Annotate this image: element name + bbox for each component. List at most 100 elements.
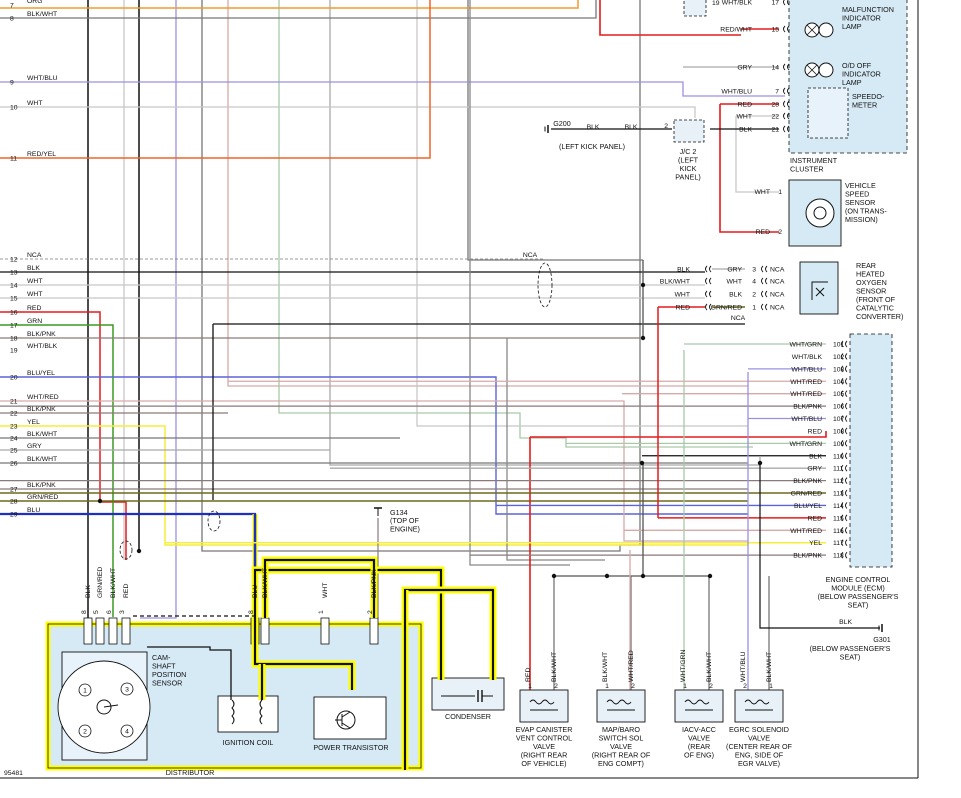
distributor-pin-wire: BLK/WHT (110, 568, 117, 598)
connector-symbol (841, 464, 848, 472)
vss-pin: 1 (778, 189, 782, 196)
connector-symbol (705, 277, 712, 285)
left-pin-number: 9 (10, 80, 14, 87)
left-pin-number: 11 (10, 156, 17, 163)
blk-pnk-link (506, 338, 605, 561)
distributor-pin-number: 2 (367, 610, 374, 614)
valve-wire: WHT/RED (628, 650, 635, 682)
ecm-pin-wire: WHT/GRN (790, 342, 823, 349)
solenoid-coil (529, 699, 558, 711)
rotor-arm (103, 704, 119, 708)
left-pin-wire-label: WHT/RED (27, 394, 59, 401)
valve-wire: WHT/GRN (680, 649, 687, 682)
oxygen-sensor-box (799, 261, 839, 315)
splice-dot (604, 573, 610, 579)
left-pin-number: 28 (10, 499, 18, 506)
distributor-pin-number: 8 (248, 610, 255, 614)
o2-wire-right: GRY (727, 267, 742, 274)
connector-symbol (783, 125, 790, 133)
ecm-pin-number: 115 (833, 515, 844, 522)
distributor-connector-pin (260, 617, 270, 645)
lamp-filament (806, 24, 818, 36)
cluster-pin-number: 7 (775, 89, 779, 96)
distributor-pin-wire: WHT (322, 583, 329, 598)
red-yel-11 (0, 0, 431, 159)
ecm-box (849, 333, 893, 568)
valve-wire: BLK/WHT (602, 652, 609, 682)
ecm-pin-number: 116 (833, 528, 844, 535)
distributor-connector-pin (369, 617, 379, 645)
vss-wht (735, 116, 779, 193)
o2-wire-left: BLK/WHT (660, 279, 690, 286)
left-pin-wire-label: WHT/BLK (27, 343, 58, 350)
wht-10 (0, 106, 696, 118)
distributor-pin-number: 6 (106, 610, 113, 614)
distributor-pin-wire: BLK/WHT (262, 568, 269, 598)
connector-symbol (783, 112, 790, 120)
o2-wire-left: WHT (675, 292, 690, 299)
vss-gear-hub (813, 206, 827, 220)
connector-symbol (841, 353, 848, 360)
cluster-pin-number: 17 (771, 0, 779, 7)
sensor-terminal (78, 683, 92, 697)
connector-symbol (841, 514, 848, 522)
ecm-pin-number: 111 (833, 466, 844, 473)
left-pin-wire-label: BLK/PNK (27, 331, 56, 338)
left-pin-wire-label: GRN (27, 318, 42, 325)
left-pin-wire-label: BLK (27, 265, 40, 272)
connector-symbol (841, 452, 848, 460)
connector-symbol (841, 427, 848, 435)
connector-symbol (841, 502, 848, 509)
o2-wire-right: GRN/RED (711, 305, 742, 312)
splice-dot (640, 282, 646, 288)
cluster-pin-number: 14 (771, 65, 779, 72)
ignition-coil-icon (217, 695, 279, 733)
left-pin-number: 7 (10, 3, 14, 10)
ecm-pin-wire: BLK/PNK (793, 478, 822, 485)
cluster-pin-wire: BLK (739, 127, 752, 134)
distributor-connector-pin (108, 617, 118, 645)
ecm-pin-number: 107 (833, 416, 845, 423)
connector-symbol (841, 489, 848, 497)
connector-symbol (761, 303, 768, 311)
connector-symbol (705, 303, 712, 311)
o2-wire-right: WHT (727, 279, 742, 286)
vss-pin: 2 (778, 229, 782, 236)
left-pin-wire-label: BLK/PNK (27, 482, 56, 489)
ecm-pin-number: 110 (833, 453, 844, 460)
ecm-pin-wire: WHT/BLK (792, 354, 823, 361)
g301-lead (759, 463, 880, 629)
valve-pin: 1 (769, 683, 773, 690)
o2-wire-left: BLK (677, 267, 690, 274)
distributor-pin-wire: GRN/RED (97, 567, 104, 598)
twisted-pair-icon (119, 540, 133, 560)
ignition-coil-label: IGNITION COIL (223, 738, 274, 747)
valve-icon (674, 689, 724, 723)
blk-wht-vertical-2 (467, 0, 643, 261)
vss-wire: RED (756, 229, 770, 236)
left-pin-wire-label: WHT/BLU (27, 75, 58, 82)
blk-wht-top (0, 0, 597, 19)
connector-symbol (841, 340, 848, 348)
figure-id: 95481 (4, 770, 23, 777)
sensor-terminal (120, 682, 134, 696)
ecm-pin-number: 103 (833, 366, 845, 373)
indicator-lamp-icon (818, 62, 834, 78)
distributor-connector-pin (95, 617, 105, 645)
splice-dot (707, 573, 713, 579)
ecm-pin-wire: GRY (807, 466, 822, 473)
connector-symbol (783, 0, 790, 6)
connector-symbol (761, 265, 768, 273)
left-pin-number: 26 (10, 461, 18, 468)
wht-blu-9 (0, 81, 785, 97)
valve-icon (519, 689, 569, 723)
distributor-pin-number: 5 (93, 610, 100, 614)
valve-pin: 1 (528, 683, 532, 690)
